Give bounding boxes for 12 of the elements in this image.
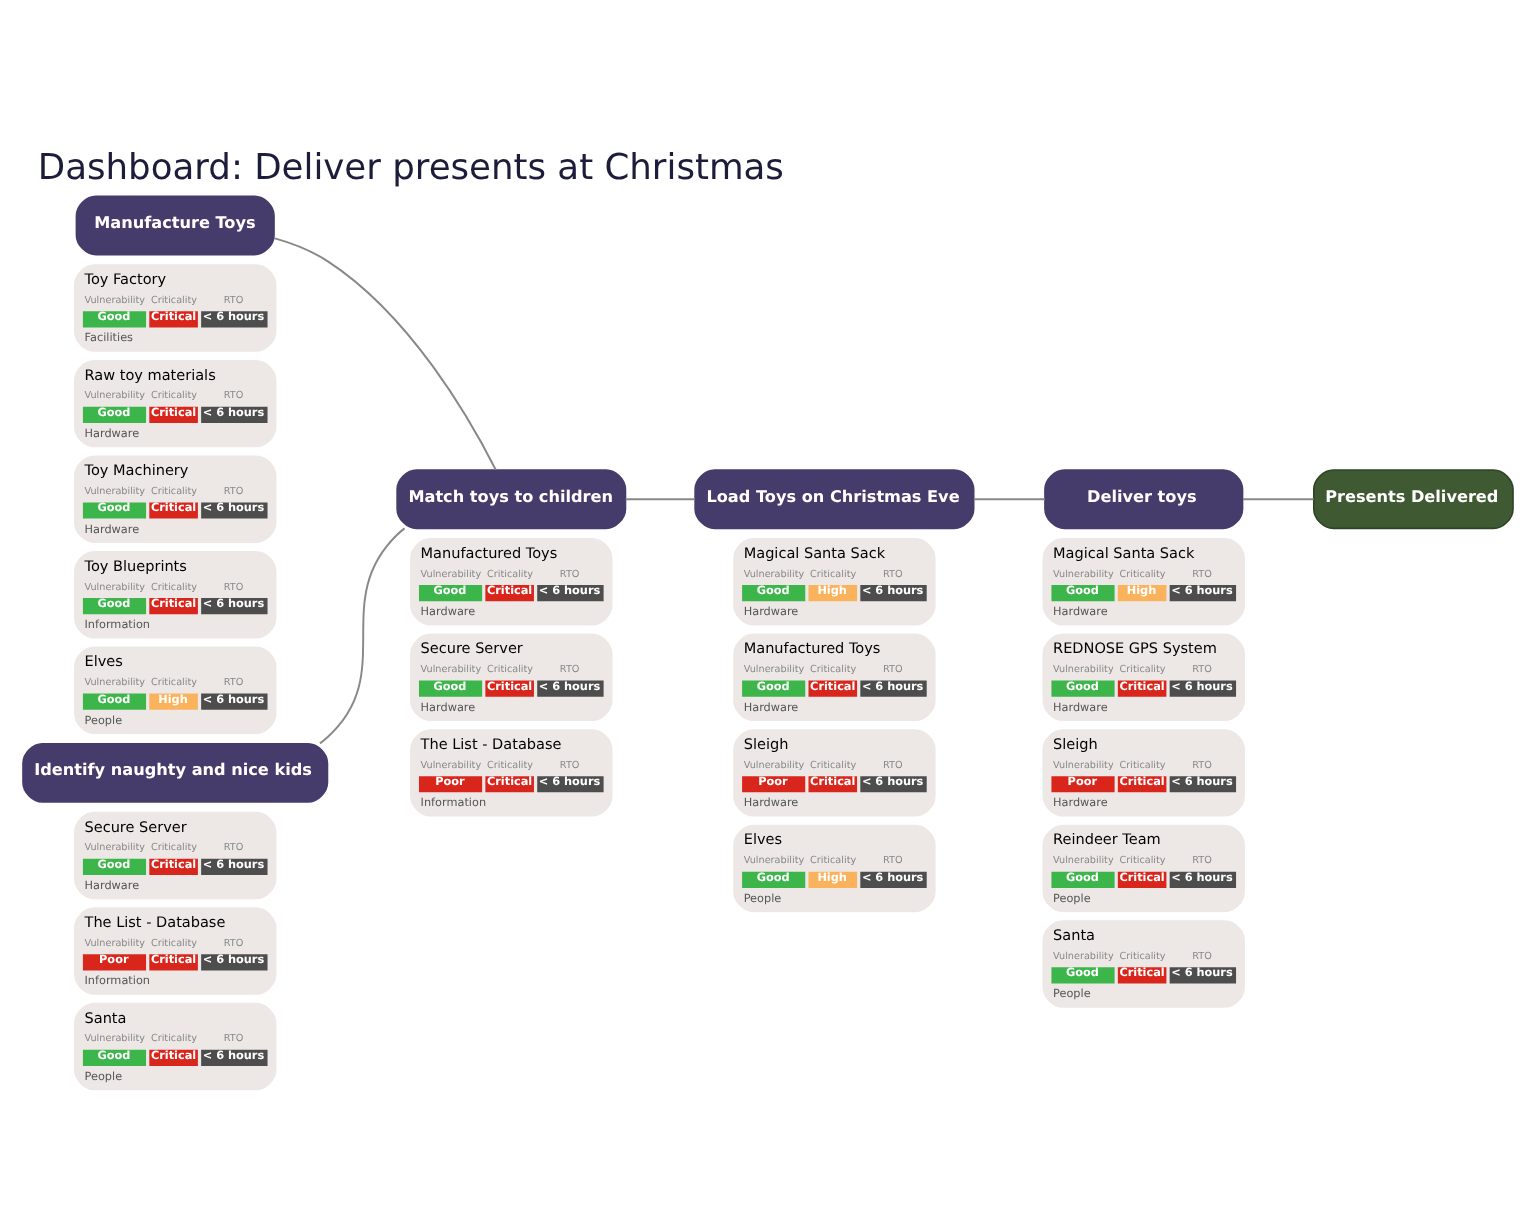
connector xyxy=(624,497,696,500)
node-box: Match toys to children xyxy=(396,468,627,529)
connector xyxy=(273,236,497,470)
node-box: Deliver toys xyxy=(1044,468,1244,529)
node-box: Identify naughty and nice kids xyxy=(22,741,329,802)
node-box: Presents Delivered xyxy=(1313,468,1514,529)
connector xyxy=(1242,497,1315,500)
connector xyxy=(319,526,406,744)
diagram-title: Dashboard: Deliver presents at Christmas xyxy=(37,146,784,189)
node-box: Manufacture Toys xyxy=(75,194,275,255)
connector xyxy=(972,497,1046,500)
node-box: Load Toys on Christmas Eve xyxy=(694,468,975,529)
